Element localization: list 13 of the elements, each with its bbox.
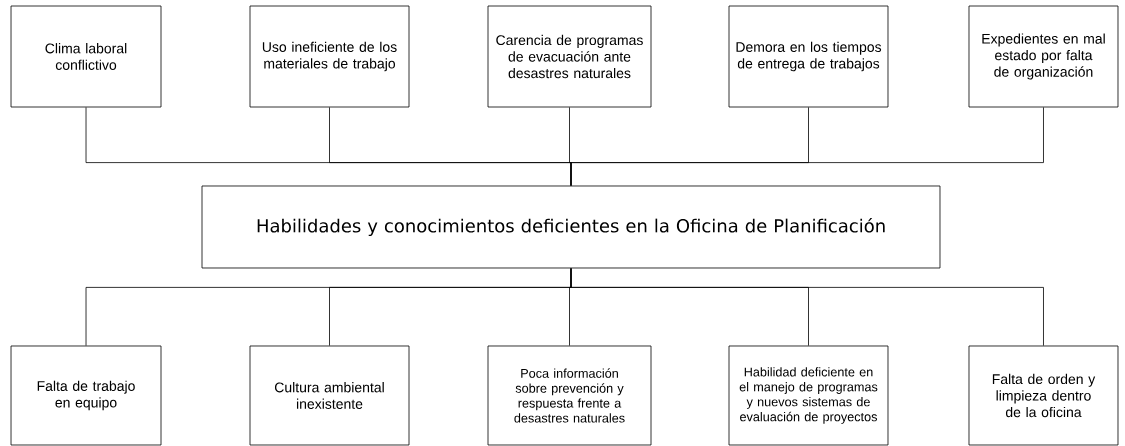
cause-box: Habilidad deficiente en el manejo de programas y nuevos sistemas de evaluación de proyectos [728,345,889,446]
connector [570,107,1044,186]
effect-box: Clima laboral conflictivo [10,5,162,108]
problem-box: Habilidades y conocimientos deficientes en la Oficina de Planificación [201,185,941,269]
effect-box: Expedientes en mal estado por falta de organización [968,5,1119,108]
connector [570,268,1044,346]
cause-box: Cultura ambiental inexistente [249,345,410,446]
effect-box: Demora en los tiempos de entrega de trabajos [728,5,889,108]
effect-box: Carencia de programas de evacuación ante desastres naturales [487,5,652,108]
effect-box: Uso ineficiente de los materiales de trabajo [249,5,410,108]
cause-box: Poca información sobre prevención y respuesta frente a desastres naturales [487,345,652,446]
cause-box: Falta de trabajo en equipo [10,345,162,446]
cause-box: Falta de orden y limpieza dentro de la oficina [968,345,1119,446]
